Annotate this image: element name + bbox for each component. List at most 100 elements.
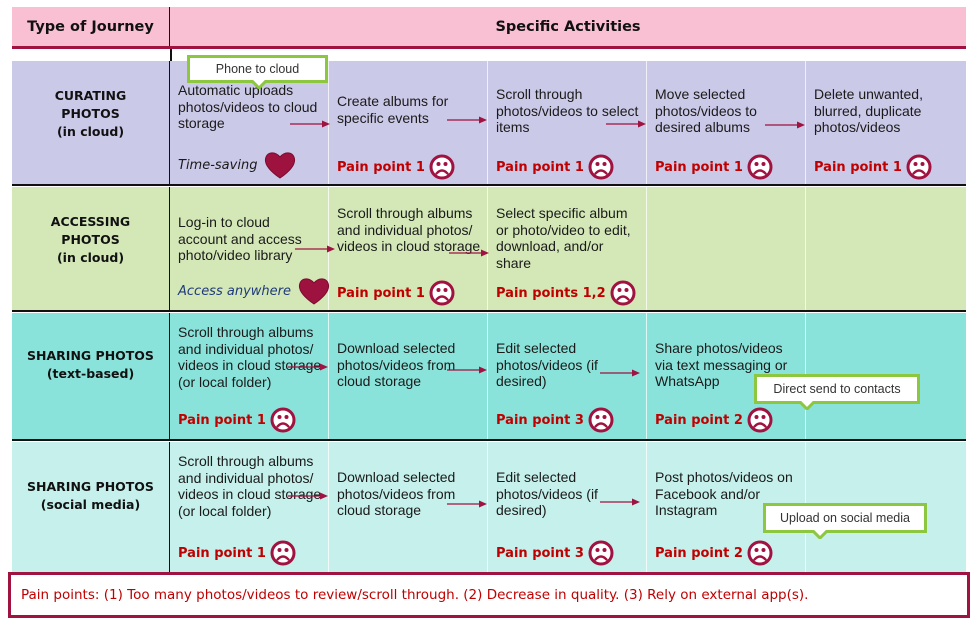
sad-face-icon xyxy=(588,407,614,433)
flow-arrow-icon xyxy=(288,363,328,371)
activity-text: Scroll through albums and individual pho… xyxy=(178,324,322,390)
pain-point-marker: Pain point 3 xyxy=(496,407,614,433)
activity-cell: Scroll through albums and individual pho… xyxy=(329,187,488,310)
journey-type-line: SHARING PHOTOS xyxy=(27,348,154,363)
sad-face-icon xyxy=(429,280,455,306)
pain-point-label: Pain point 1 xyxy=(178,412,266,428)
activity-cell: Delete unwanted, blurred, duplicate phot… xyxy=(806,61,966,184)
activity-cell: Download selected photos/videos from clo… xyxy=(329,313,488,439)
callout-pointer-icon xyxy=(251,80,267,89)
pain-point-label: Pain point 1 xyxy=(337,159,425,175)
journey-type-line: ACCESSING xyxy=(50,213,131,229)
activity-text: Scroll through photos/videos to select i… xyxy=(496,86,639,135)
pain-point-marker: Pain point 1 xyxy=(178,540,296,566)
sad-face-icon xyxy=(588,540,614,566)
activity-text: Edit selected photos/videos (if desired) xyxy=(496,340,598,389)
pain-point-label: Pain point 1 xyxy=(496,159,584,175)
heart-icon xyxy=(263,150,297,180)
sad-face-icon xyxy=(270,540,296,566)
activity-text: Share photos/videos via text messaging o… xyxy=(655,340,788,389)
pain-point-marker: Pain point 1 xyxy=(337,280,455,306)
pain-point-label: Pain point 1 xyxy=(178,545,266,561)
pain-point-marker: Pain point 1 xyxy=(337,154,455,180)
pain-point-marker: Pain point 2 xyxy=(655,407,773,433)
pain-point-label: Pain points 1,2 xyxy=(496,285,606,301)
journey-row-accessing-photos: ACCESSING PHOTOS (in cloud) Log-in to cl… xyxy=(12,187,966,312)
journey-type-line: PHOTOS xyxy=(61,231,120,247)
activity-cell: Scroll through albums and individual pho… xyxy=(170,313,329,439)
journey-type-label: CURATING PHOTOS (in cloud) xyxy=(12,61,170,184)
sad-face-icon xyxy=(429,154,455,180)
activity-cell: Create albums for specific events Pain p… xyxy=(329,61,488,184)
activity-cell: Scroll through albums and individual pho… xyxy=(170,442,329,572)
activity-text: Scroll through albums and individual pho… xyxy=(178,453,322,519)
flow-arrow-icon xyxy=(600,369,640,377)
activity-cell: Automatic uploads photos/videos to cloud… xyxy=(170,61,329,184)
activity-text: Delete unwanted, blurred, duplicate phot… xyxy=(814,86,923,135)
activity-cell-empty xyxy=(806,187,966,310)
journey-type-line: CURATING xyxy=(54,87,127,103)
activity-cell: Log-in to cloud account and access photo… xyxy=(170,187,329,310)
flow-arrow-icon xyxy=(290,120,330,128)
pain-points-legend: Pain points: (1) Too many photos/videos … xyxy=(8,572,970,618)
activity-text: Create albums for specific events xyxy=(337,93,449,126)
activity-cell: Move selected photos/videos to desired a… xyxy=(647,61,806,184)
activity-cell-empty xyxy=(647,187,806,310)
pain-point-marker: Pain points 1,2 xyxy=(496,280,636,306)
pain-points-legend-text: Pain points: (1) Too many photos/videos … xyxy=(21,587,809,603)
flow-arrow-icon xyxy=(600,498,640,506)
sad-face-icon xyxy=(610,280,636,306)
activity-text: Scroll through albums and individual pho… xyxy=(337,205,481,254)
flow-arrow-icon xyxy=(765,121,805,129)
activity-text: Select specific album or photo/video to … xyxy=(496,205,631,271)
pain-point-label: Pain point 2 xyxy=(655,412,743,428)
flow-arrow-icon xyxy=(288,492,328,500)
flow-arrow-icon xyxy=(606,120,646,128)
journey-type-label: SHARING PHOTOS (text-based) xyxy=(12,313,170,439)
benefit-note: Time-saving xyxy=(178,150,297,180)
journey-type-label: SHARING PHOTOS (social media) xyxy=(12,442,170,572)
sad-face-icon xyxy=(747,407,773,433)
journey-type-subtitle: (social media) xyxy=(40,497,141,512)
journey-type-subtitle: (text-based) xyxy=(46,366,135,381)
pain-point-label: Pain point 2 xyxy=(655,545,743,561)
flow-arrow-icon xyxy=(447,116,487,124)
sad-face-icon xyxy=(747,540,773,566)
activity-cell: Share photos/videos via text messaging o… xyxy=(647,313,806,439)
pain-point-label: Pain point 3 xyxy=(496,545,584,561)
pain-point-label: Pain point 1 xyxy=(814,159,902,175)
flow-arrow-icon xyxy=(295,245,335,253)
activity-text: Edit selected photos/videos (if desired) xyxy=(496,469,598,518)
callout-text: Direct send to contacts xyxy=(773,382,901,396)
journey-row-curating-photos: CURATING PHOTOS (in cloud) Automatic upl… xyxy=(12,61,966,186)
callout-pointer-icon xyxy=(799,401,815,410)
callout-direct-send: Direct send to contacts xyxy=(754,374,920,410)
sad-face-icon xyxy=(270,407,296,433)
pain-point-marker: Pain point 1 xyxy=(178,407,296,433)
flow-arrow-icon xyxy=(447,500,487,508)
pain-point-marker: Pain point 1 xyxy=(496,154,614,180)
callout-pointer-icon xyxy=(812,530,828,539)
pain-point-label: Pain point 1 xyxy=(337,285,425,301)
journey-type-subtitle: (in cloud) xyxy=(56,249,125,265)
header-type-of-journey: Type of Journey xyxy=(12,7,170,46)
benefit-label: Access anywhere xyxy=(178,283,291,299)
activity-text: Automatic uploads photos/videos to cloud… xyxy=(178,82,318,131)
activity-cell: Edit selected photos/videos (if desired)… xyxy=(488,313,647,439)
activity-cell: Scroll through photos/videos to select i… xyxy=(488,61,647,184)
journey-type-line: SHARING PHOTOS xyxy=(27,479,154,494)
header-specific-activities: Specific Activities xyxy=(495,18,641,35)
activity-cell: Edit selected photos/videos (if desired)… xyxy=(488,442,647,572)
benefit-note: Access anywhere xyxy=(178,276,331,306)
flow-arrow-icon xyxy=(447,366,487,374)
pain-point-marker: Pain point 1 xyxy=(814,154,932,180)
table-header: Type of Journey Specific Activities xyxy=(12,7,966,49)
callout-upload-social: Upload on social media xyxy=(763,503,927,539)
pain-point-label: Pain point 3 xyxy=(496,412,584,428)
callout-phone-to-cloud: Phone to cloud xyxy=(187,55,328,89)
column-divider xyxy=(170,49,172,61)
pain-point-marker: Pain point 2 xyxy=(655,540,773,566)
sad-face-icon xyxy=(588,154,614,180)
sad-face-icon xyxy=(906,154,932,180)
journey-type-line: PHOTOS xyxy=(61,105,120,121)
